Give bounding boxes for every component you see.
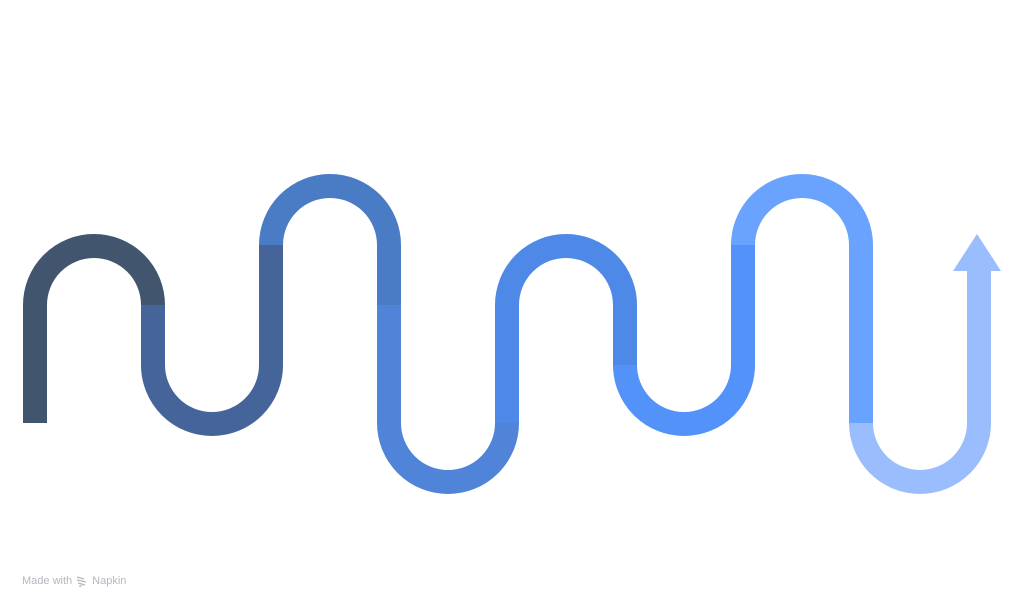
path-segment-3 xyxy=(259,174,401,305)
napkin-logo-icon xyxy=(76,575,87,587)
path-segment-5 xyxy=(495,234,637,423)
path-segment-7 xyxy=(731,174,873,423)
watermark: Made with Napkin xyxy=(22,575,126,587)
path-segment-2 xyxy=(141,245,283,436)
path-segment-4 xyxy=(377,305,519,494)
watermark-made-with: Made with xyxy=(22,575,73,587)
path-segment-6 xyxy=(613,245,755,436)
path-segment-8 xyxy=(849,270,991,494)
arrow-head-icon xyxy=(953,234,1001,271)
path-segment-1 xyxy=(23,234,165,423)
watermark-brand: Napkin xyxy=(92,575,127,587)
